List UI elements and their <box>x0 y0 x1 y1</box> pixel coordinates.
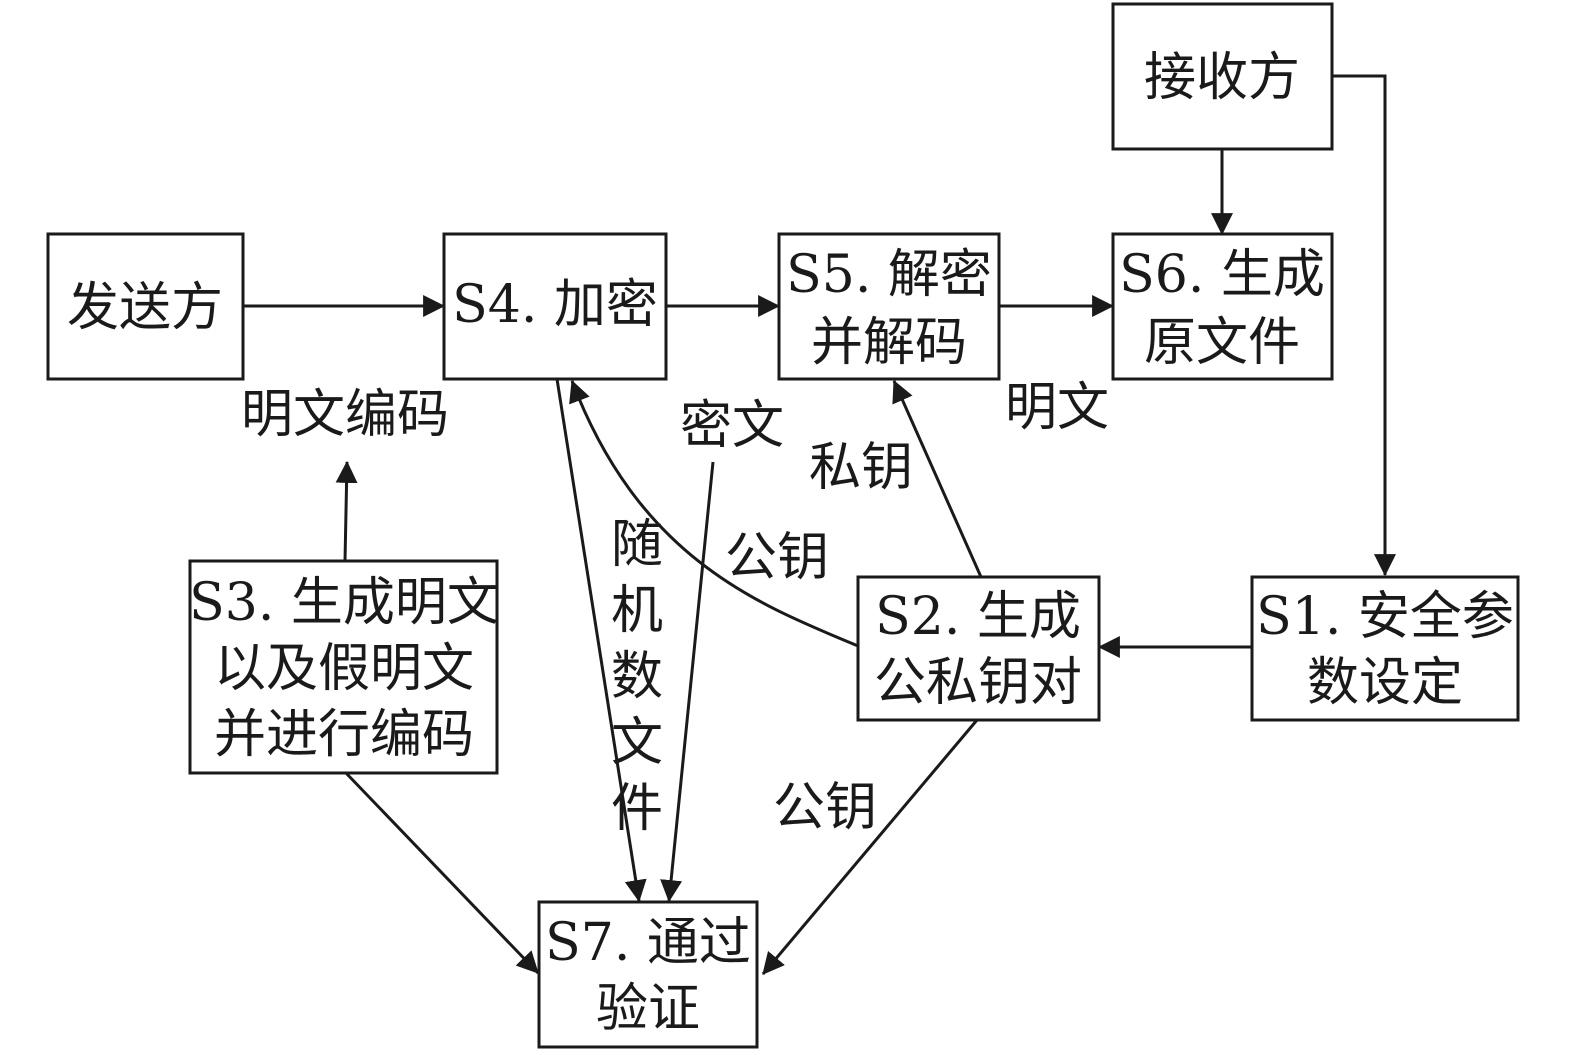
node-s6-box <box>1111 232 1334 381</box>
node-s3-label-line-3: 并进行编码 <box>214 705 474 765</box>
label-random-file-char: 文 <box>611 713 663 773</box>
label-random-file-char: 数 <box>611 647 663 707</box>
node-s1: S1. 安全参 数设定 <box>1250 575 1520 722</box>
edge-ciphertext-to-s7 <box>660 461 715 903</box>
node-s7: S7. 通过 验证 <box>537 900 759 1049</box>
node-s1-box <box>1250 575 1520 722</box>
node-receiver: 接收方 <box>1111 2 1334 151</box>
label-random-file: 随 机 数 文 件 <box>611 515 663 839</box>
node-sender: 发送方 <box>46 232 245 381</box>
node-s2-label-line-2: 公私钥对 <box>874 653 1082 713</box>
node-receiver-box <box>1111 2 1334 151</box>
node-sender-box <box>46 232 245 381</box>
node-s7-label-line-2: 验证 <box>596 979 700 1039</box>
label-ciphertext: 密文 <box>680 396 784 456</box>
node-s1-label-line-1: S1. 安全参 <box>1256 587 1514 647</box>
edge-receiver-to-s1 <box>1332 74 1396 577</box>
label-random-file-char: 随 <box>611 515 663 575</box>
label-private-key: 私钥 <box>809 438 913 498</box>
label-random-file-char: 件 <box>611 779 663 839</box>
label-plaintext: 明文 <box>1005 378 1109 438</box>
edges <box>243 74 1396 975</box>
label-plaintext-encoding: 明文编码 <box>241 385 449 445</box>
node-s6-label-line-2: 原文件 <box>1144 313 1300 373</box>
node-s3-label-line-2: 以及假明文 <box>214 639 474 699</box>
node-s6-label-line-1: S6. 生成 <box>1119 245 1325 305</box>
node-s5-box <box>777 232 1001 381</box>
node-s4: S4. 加密 <box>442 232 668 381</box>
node-s5-label-line-2: 并解码 <box>811 313 967 373</box>
node-s3: S3. 生成明文 以及假明文 并进行编码 <box>188 559 499 775</box>
edge-labels: 明文编码 密文 私钥 明文 公钥 公钥 随 机 数 文 件 <box>241 378 1109 839</box>
edge-s2-to-s7-public-key <box>761 719 979 975</box>
edge-s2-to-s5-private-key <box>892 379 983 578</box>
node-s4-label: S4. 加密 <box>452 275 658 335</box>
label-public-key-to-s4: 公钥 <box>725 528 829 588</box>
node-s2: S2. 生成 公私钥对 <box>856 575 1101 722</box>
node-s5: S5. 解密 并解码 <box>777 232 1001 381</box>
node-s5-label-line-1: S5. 解密 <box>786 245 992 305</box>
node-s7-label-line-1: S7. 通过 <box>545 913 751 973</box>
node-s3-box <box>188 559 499 775</box>
node-s3-label-line-1: S3. 生成明文 <box>189 573 499 633</box>
edge-s3-to-s7 <box>344 771 540 975</box>
node-s6: S6. 生成 原文件 <box>1111 232 1334 381</box>
edge-s4-to-s7-random-file <box>555 378 647 903</box>
node-s1-label-line-2: 数设定 <box>1307 653 1463 713</box>
node-s7-box <box>537 900 759 1049</box>
label-random-file-char: 机 <box>611 581 663 641</box>
node-receiver-label: 接收方 <box>1144 48 1300 108</box>
node-s2-box <box>856 575 1101 722</box>
edge-s3-to-plaintext-encoding <box>335 460 358 562</box>
node-sender-label: 发送方 <box>67 278 223 338</box>
node-s2-label-line-1: S2. 生成 <box>875 587 1081 647</box>
label-public-key-to-s7: 公钥 <box>773 778 877 838</box>
node-s4-box <box>442 232 668 381</box>
